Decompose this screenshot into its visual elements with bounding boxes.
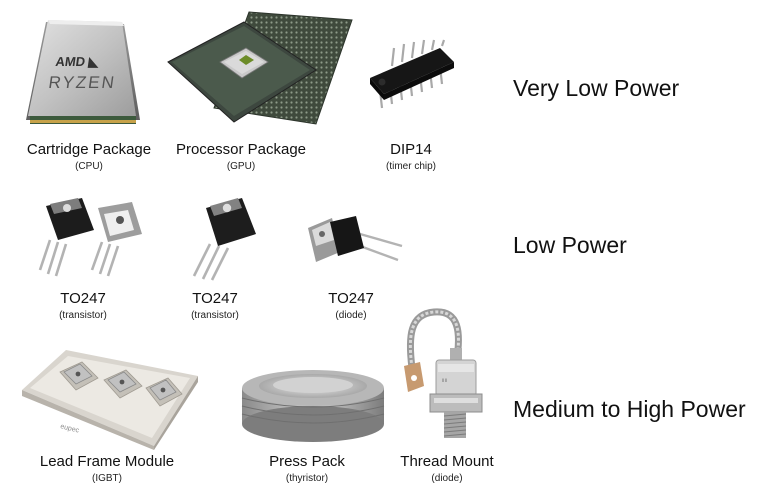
item-subtitle: (timer chip) bbox=[385, 160, 437, 172]
svg-text:eupec: eupec bbox=[60, 423, 81, 435]
item-subtitle: (CPU) bbox=[75, 160, 103, 172]
item-name: TO247 bbox=[328, 290, 374, 307]
item-name: TO247 bbox=[192, 290, 238, 307]
gpu-icon bbox=[167, 11, 353, 125]
svg-text:AMD ◣: AMD ◣ bbox=[55, 54, 101, 69]
svg-text:RYZEN: RYZEN bbox=[47, 73, 117, 92]
item-subtitle: (transistor) bbox=[59, 309, 107, 321]
item-name: Lead Frame Module bbox=[39, 453, 175, 470]
item-name: Cartridge Package bbox=[26, 141, 152, 158]
item-name: Thread Mount bbox=[400, 453, 494, 470]
tier-label-very-low-power: Very Low Power bbox=[513, 75, 680, 101]
dip14-icon bbox=[370, 39, 454, 109]
cpu-icon: AMD ◣ RYZEN bbox=[26, 20, 140, 124]
thread-mount-icon: ⅡⅡ bbox=[404, 308, 483, 438]
item-subtitle: (GPU) bbox=[226, 160, 256, 172]
to247-pair-icon bbox=[38, 198, 142, 277]
svg-text:ⅡⅡ: ⅡⅡ bbox=[442, 378, 447, 384]
tier-label-low-power: Low Power bbox=[513, 232, 627, 258]
item-subtitle: (IGBT) bbox=[92, 472, 122, 484]
item-name: Processor Package bbox=[175, 141, 307, 158]
tier-label-medium-to-high-power: Medium to High Power bbox=[513, 396, 746, 422]
item-name: TO247 bbox=[60, 290, 106, 307]
item-subtitle: (thyristor) bbox=[285, 472, 329, 484]
item-name: DIP14 bbox=[390, 141, 432, 158]
press-pack-icon bbox=[241, 370, 385, 442]
item-subtitle: (diode) bbox=[335, 309, 367, 321]
item-name: Press Pack bbox=[269, 453, 345, 470]
igbt-module-icon: eupec bbox=[22, 350, 198, 450]
to247-icon bbox=[192, 198, 256, 281]
to247-diode-icon bbox=[308, 216, 403, 262]
item-subtitle: (transistor) bbox=[191, 309, 239, 321]
item-subtitle: (diode) bbox=[431, 472, 463, 484]
